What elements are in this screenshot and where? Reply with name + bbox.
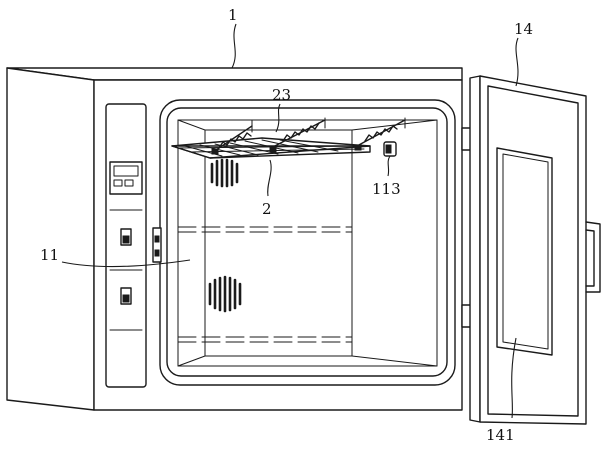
shelf-rails [177, 226, 353, 343]
label-rack-mechanism: 23 [272, 86, 291, 104]
label-window: 141 [486, 426, 515, 444]
label-tray: 2 [262, 200, 272, 218]
cabinet-body [6, 67, 463, 411]
switch-icon[interactable] [120, 287, 132, 305]
door-latch [152, 227, 162, 263]
label-cabinet: 1 [228, 6, 238, 24]
vent-lower-icon [208, 275, 242, 313]
reference-labels: 1 14 23 2 113 11 141 [40, 6, 533, 444]
vent-upper-icon [210, 158, 239, 188]
switch-icon[interactable] [120, 228, 132, 246]
label-fastener: 113 [372, 180, 401, 198]
fastener [383, 141, 397, 157]
label-chamber: 11 [40, 246, 59, 264]
label-door: 14 [514, 20, 533, 38]
spring-mechanism [212, 117, 406, 153]
leader-lines [61, 23, 519, 419]
control-panel [105, 103, 147, 388]
door [469, 75, 601, 425]
